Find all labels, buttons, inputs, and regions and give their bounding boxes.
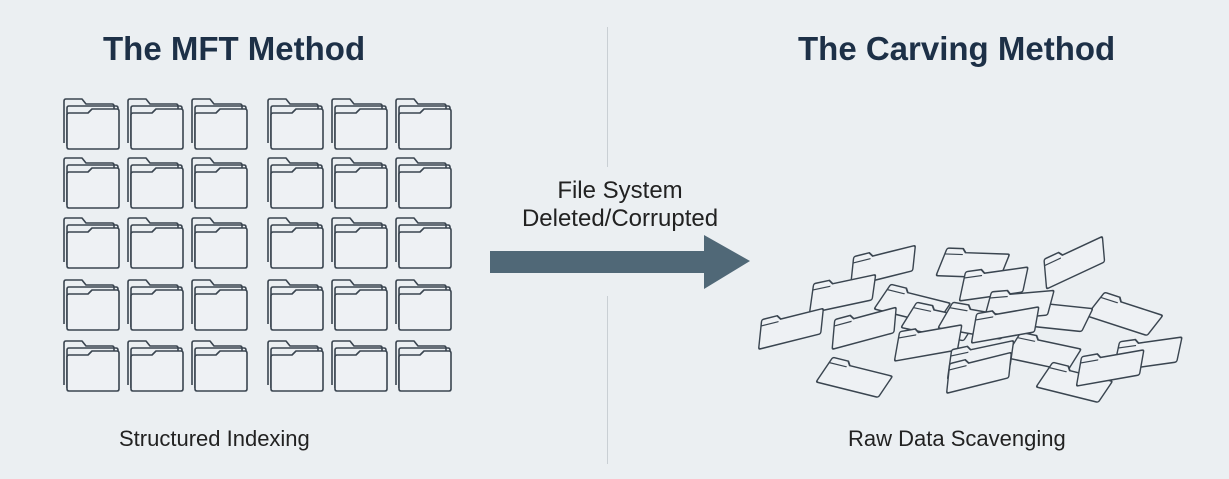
folder-icon [958, 266, 1029, 302]
raw-data-scavenging-caption: Raw Data Scavenging [848, 426, 1066, 451]
carving-method-title: The Carving Method [798, 30, 1116, 67]
mft-method-title: The MFT Method [103, 30, 366, 67]
folder-stack-icon [331, 98, 388, 150]
folder-stack-icon [63, 279, 120, 331]
folder-icon [809, 274, 877, 314]
arrow-right-icon [490, 235, 750, 289]
folder-stack-icon [267, 279, 324, 331]
folder-stack-icon [267, 98, 324, 150]
folder-stack-icon [127, 279, 184, 331]
folder-icon [946, 351, 1012, 394]
folder-stack-icon [395, 340, 452, 392]
folder-icon [935, 247, 1010, 279]
folder-icon [1086, 292, 1163, 336]
folder-stack-icon [63, 157, 120, 209]
folder-icon [1035, 361, 1113, 403]
folder-stack-icon [63, 98, 120, 150]
folder-stack-icon [127, 98, 184, 150]
folder-stack-icon [267, 340, 324, 392]
folder-stack-icon [331, 217, 388, 269]
folder-stack-icon [395, 98, 452, 150]
folder-stack-icon [127, 157, 184, 209]
folder-stack-icon [191, 340, 248, 392]
structured-indexing-caption: Structured Indexing [119, 426, 310, 451]
divider-line-bottom [607, 296, 608, 464]
folder-stack-icon [267, 217, 324, 269]
folder-icon [970, 306, 1040, 344]
folder-stack-icon [191, 217, 248, 269]
folder-stack-icon [191, 98, 248, 150]
divider-line-top [607, 27, 608, 167]
folder-stack-icon [331, 157, 388, 209]
folder-icon [758, 307, 824, 350]
folder-stack-icon [191, 157, 248, 209]
folder-stack-icon [331, 340, 388, 392]
transition-label-line2: Deleted/Corrupted [521, 205, 719, 232]
folder-stack-icon [63, 217, 120, 269]
folder-stack-icon [267, 157, 324, 209]
folder-stack-icon [63, 340, 120, 392]
transition-label-line1: File System [557, 177, 683, 204]
folder-icon [815, 356, 893, 398]
folder-icon [1004, 331, 1082, 372]
transition-label: File System Deleted/Corrupted [490, 177, 750, 233]
structured-folder-grid [63, 98, 452, 392]
folder-stack-icon [331, 279, 388, 331]
folder-stack-icon [191, 279, 248, 331]
folder-icon [1043, 236, 1106, 290]
folder-stack-icon [395, 217, 452, 269]
folder-stack-icon [127, 217, 184, 269]
folder-stack-icon [395, 279, 452, 331]
folder-icon [831, 306, 897, 350]
folder-icon [1075, 349, 1145, 387]
folder-stack-icon [395, 157, 452, 209]
folder-stack-icon [127, 340, 184, 392]
folder-icon [893, 324, 963, 362]
